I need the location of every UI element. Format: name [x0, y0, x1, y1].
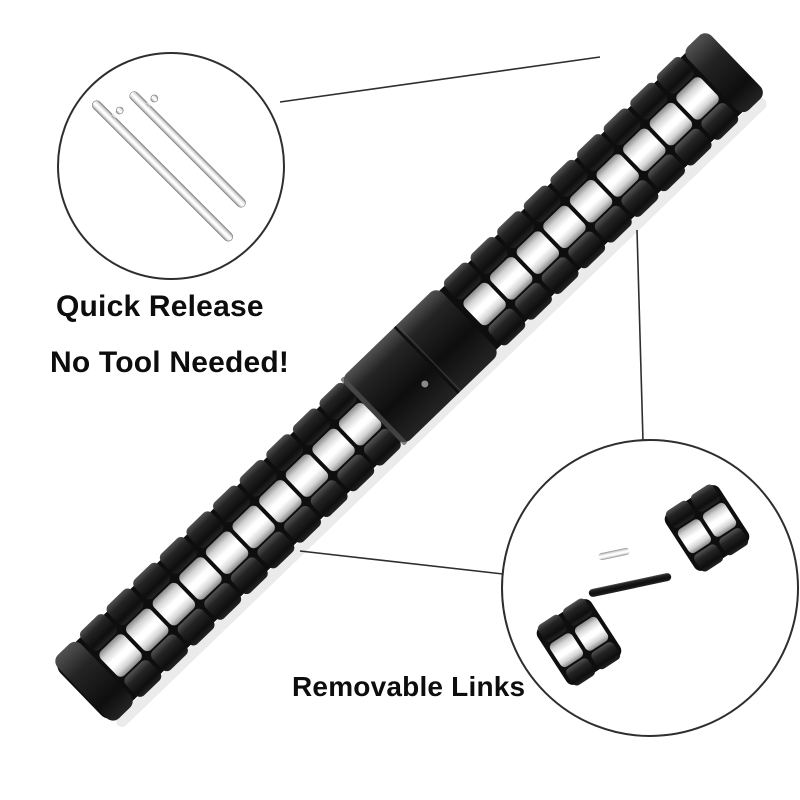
callout-line-links-right — [636, 229, 644, 442]
spring-bar-pin-short — [129, 91, 246, 208]
spring-bar-pin-long — [91, 100, 234, 242]
watch-band — [55, 33, 767, 727]
no-tool-needed-label: No Tool Needed! — [50, 346, 290, 379]
deployment-clasp — [340, 290, 497, 445]
spring-bar-pins-icon — [91, 91, 246, 242]
removable-links-callout — [501, 439, 799, 737]
removable-links-label: Removable Links — [292, 671, 526, 702]
removable-links-circle — [501, 439, 799, 737]
callout-line-links-left — [299, 550, 504, 575]
quick-release-label: Quick Release — [56, 290, 264, 323]
quick-release-circle — [57, 52, 285, 280]
quick-release-callout — [57, 52, 285, 280]
callout-line-quick-release — [279, 56, 601, 103]
removable-links-detail-icon — [536, 484, 750, 686]
